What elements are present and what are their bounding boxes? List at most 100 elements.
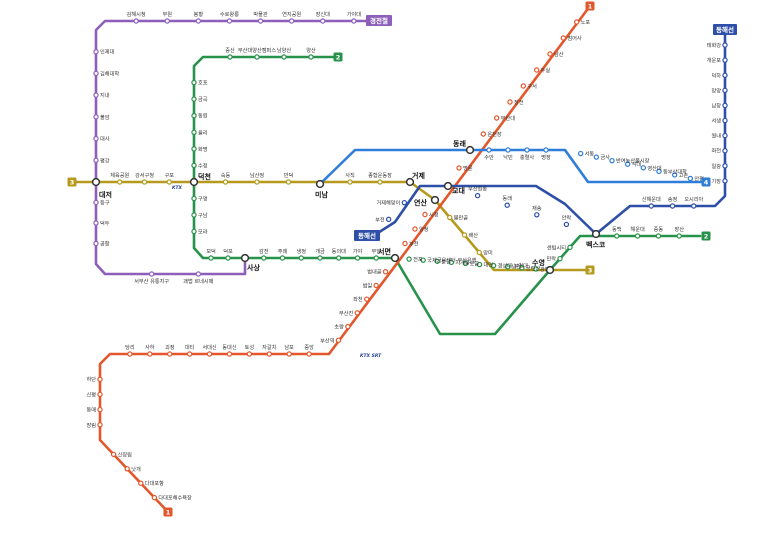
- station-marker[interactable]: [93, 70, 99, 77]
- station-marker[interactable]: [456, 165, 462, 171]
- station-marker[interactable]: [676, 233, 682, 239]
- station-marker[interactable]: [347, 179, 353, 185]
- station-marker[interactable]: [422, 211, 428, 218]
- station-marker[interactable]: [648, 203, 654, 209]
- station-marker[interactable]: [191, 195, 197, 202]
- station-marker[interactable]: [722, 163, 728, 169]
- station-marker[interactable]: [722, 148, 728, 154]
- transfer-marker[interactable]: [465, 145, 475, 155]
- station-marker[interactable]: [412, 226, 418, 232]
- station-marker[interactable]: [320, 18, 326, 24]
- station-marker[interactable]: [722, 132, 728, 139]
- station-marker[interactable]: [524, 147, 530, 153]
- station-marker[interactable]: [266, 351, 272, 357]
- station-marker[interactable]: [504, 202, 510, 208]
- station-marker[interactable]: [354, 255, 361, 261]
- station-marker[interactable]: [227, 54, 233, 60]
- station-marker[interactable]: [520, 83, 527, 89]
- transfer-marker[interactable]: [189, 177, 199, 187]
- station-marker[interactable]: [534, 212, 540, 218]
- station-marker[interactable]: [195, 18, 202, 24]
- station-marker[interactable]: [186, 351, 193, 357]
- station-marker[interactable]: [406, 256, 412, 262]
- station-marker[interactable]: [656, 168, 662, 175]
- station-marker[interactable]: [138, 480, 144, 486]
- station-marker[interactable]: [254, 54, 260, 60]
- station-marker[interactable]: [93, 114, 99, 120]
- station-marker[interactable]: [382, 269, 389, 275]
- station-marker[interactable]: [722, 102, 728, 109]
- station-marker[interactable]: [308, 54, 314, 60]
- station-marker[interactable]: [261, 255, 267, 261]
- transfer-marker[interactable]: [240, 253, 250, 263]
- transfer-marker[interactable]: [443, 181, 453, 191]
- station-marker[interactable]: [567, 244, 573, 251]
- station-marker[interactable]: [279, 255, 286, 261]
- station-marker[interactable]: [336, 255, 342, 261]
- station-marker[interactable]: [191, 79, 197, 86]
- station-marker[interactable]: [345, 323, 351, 330]
- station-marker[interactable]: [364, 296, 370, 302]
- station-marker[interactable]: [722, 87, 728, 94]
- station-marker[interactable]: [195, 271, 202, 277]
- station-marker[interactable]: [687, 175, 694, 182]
- station-marker[interactable]: [191, 96, 197, 102]
- station-marker[interactable]: [285, 179, 292, 185]
- station-marker[interactable]: [97, 376, 103, 382]
- station-marker[interactable]: [480, 131, 487, 137]
- station-marker[interactable]: [298, 255, 304, 261]
- station-marker[interactable]: [533, 266, 539, 272]
- station-marker[interactable]: [191, 212, 197, 218]
- station-marker[interactable]: [93, 49, 99, 55]
- station-marker[interactable]: [222, 179, 229, 185]
- light-rail-route[interactable]: [94, 19, 387, 276]
- station-marker[interactable]: [93, 240, 99, 247]
- transfer-marker[interactable]: [390, 253, 400, 263]
- line1-route[interactable]: [98, 4, 592, 514]
- station-marker[interactable]: [385, 216, 392, 223]
- transfer-marker[interactable]: [315, 179, 325, 189]
- station-marker[interactable]: [434, 258, 440, 264]
- station-marker[interactable]: [560, 35, 567, 41]
- station-marker[interactable]: [335, 337, 342, 343]
- station-marker[interactable]: [97, 406, 103, 413]
- station-marker[interactable]: [93, 135, 99, 142]
- station-marker[interactable]: [206, 351, 213, 357]
- station-marker[interactable]: [462, 260, 469, 267]
- station-marker[interactable]: [151, 494, 158, 501]
- station-marker[interactable]: [533, 67, 540, 73]
- transfer-marker[interactable]: [405, 177, 415, 187]
- station-marker[interactable]: [722, 42, 728, 48]
- station-marker[interactable]: [166, 179, 172, 185]
- station-marker[interactable]: [191, 113, 197, 119]
- station-marker[interactable]: [373, 255, 379, 261]
- station-marker[interactable]: [593, 154, 600, 160]
- transfer-marker[interactable]: [430, 195, 440, 205]
- station-marker[interactable]: [474, 192, 481, 199]
- station-marker[interactable]: [402, 240, 408, 247]
- station-marker[interactable]: [246, 351, 253, 357]
- station-marker[interactable]: [281, 54, 287, 60]
- station-marker[interactable]: [447, 214, 453, 221]
- station-marker[interactable]: [377, 179, 383, 185]
- station-marker[interactable]: [507, 99, 513, 105]
- station-marker[interactable]: [655, 233, 662, 239]
- station-marker[interactable]: [420, 257, 426, 263]
- station-marker[interactable]: [557, 255, 563, 262]
- station-marker[interactable]: [257, 18, 264, 24]
- station-marker[interactable]: [141, 179, 148, 185]
- station-marker[interactable]: [133, 18, 139, 24]
- station-marker[interactable]: [609, 157, 615, 164]
- station-marker[interactable]: [505, 147, 511, 153]
- station-marker[interactable]: [669, 203, 676, 209]
- station-marker[interactable]: [624, 161, 631, 167]
- station-marker[interactable]: [191, 228, 197, 235]
- station-marker[interactable]: [288, 18, 295, 24]
- station-marker[interactable]: [148, 271, 155, 277]
- station-marker[interactable]: [93, 157, 99, 163]
- station-marker[interactable]: [461, 232, 468, 238]
- station-marker[interactable]: [722, 178, 728, 184]
- transfer-marker[interactable]: [545, 265, 555, 275]
- station-marker[interactable]: [317, 255, 323, 261]
- transfer-marker[interactable]: [591, 229, 601, 239]
